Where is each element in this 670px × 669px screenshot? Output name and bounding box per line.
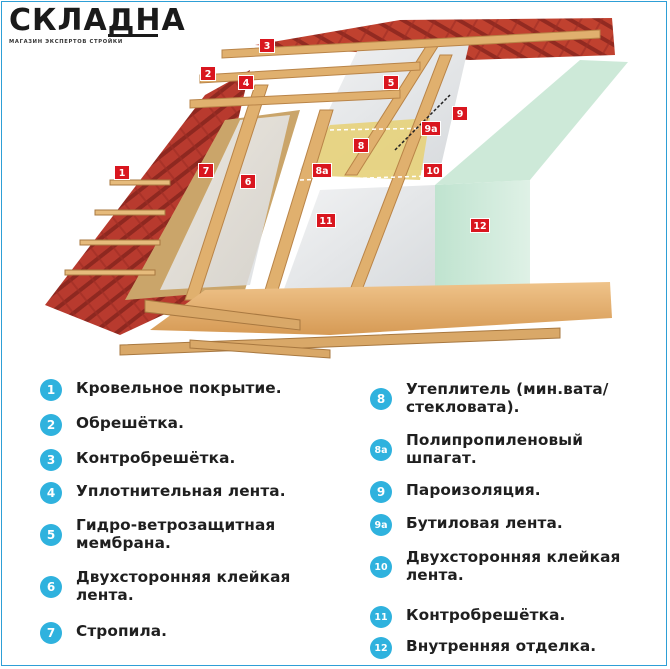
legend-item-7: 7 Стропила. xyxy=(40,622,346,644)
legend-item-3: 3 Контробрешётка. xyxy=(40,449,346,471)
diagram-tag-1: 1 xyxy=(114,165,130,180)
legend-item-8a: 8a Полипропиленовый шпагат. xyxy=(370,431,626,467)
legend-item-4: 4 Уплотнительная лента. xyxy=(40,482,346,504)
legend-number: 11 xyxy=(370,606,392,628)
legend-item-2: 2 Обрешётка. xyxy=(40,414,346,436)
legend-label: Полипропиленовый шпагат. xyxy=(406,431,584,467)
legend-label: Контробрешётка. xyxy=(76,449,236,467)
legend-label: Пароизоляция. xyxy=(406,481,541,499)
legend-number: 9 xyxy=(370,481,392,503)
legend-item-11: 11 Контробрешётка. xyxy=(370,606,646,628)
diagram-tag-10: 10 xyxy=(423,163,443,178)
legend-item-10: 10 Двухсторонняя клейкая лента. xyxy=(370,548,656,584)
floor-joists xyxy=(119,299,561,359)
diagram-tag-11: 11 xyxy=(316,213,336,228)
legend-label: Утеплитель (мин.вата/ стекловата). xyxy=(406,380,609,416)
legend-label: Обрешётка. xyxy=(76,414,185,432)
legend-label: Двухсторонняя клейкая лента. xyxy=(406,548,621,584)
legend-label: Внутренняя отделка. xyxy=(406,637,597,655)
interior-finish-slope xyxy=(435,60,628,185)
legend-number: 1 xyxy=(40,379,62,401)
legend-item-1: 1 Кровельное покрытие. xyxy=(40,379,346,401)
legend-label: Стропила. xyxy=(76,622,168,640)
legend-number: 5 xyxy=(40,524,62,546)
legend-item-9: 9 Пароизоляция. xyxy=(370,481,646,503)
brand-tagline: МАГАЗИН ЭКСПЕРТОВ СТРОЙКИ xyxy=(9,39,123,45)
diagram-tag-9: 9 xyxy=(452,106,468,121)
diagram-tag-12: 12 xyxy=(470,218,490,233)
logo-underline xyxy=(108,34,158,37)
legend-label: Двухсторонняя клейкая лента. xyxy=(76,568,291,604)
legend-number: 8 xyxy=(370,388,392,410)
legend-number: 2 xyxy=(40,414,62,436)
legend-number: 9a xyxy=(370,514,392,536)
legend-label: Кровельное покрытие. xyxy=(76,379,282,397)
legend-item-6: 6 Двухсторонняя клейкая лента. xyxy=(40,568,326,604)
legend-number: 3 xyxy=(40,449,62,471)
interior-finish xyxy=(435,180,530,295)
roof-diagram xyxy=(45,18,628,359)
legend-number: 8a xyxy=(370,439,392,461)
brand-logo: СКЛАДНА МАГАЗИН ЭКСПЕРТОВ СТРОЙКИ xyxy=(9,3,186,46)
legend-number: 4 xyxy=(40,482,62,504)
diagram-tag-4: 4 xyxy=(238,75,254,90)
legend-item-8: 8 Утеплитель (мин.вата/ стекловата). xyxy=(370,380,646,416)
diagram-tag-6: 6 xyxy=(240,174,256,189)
legend-number: 10 xyxy=(370,556,392,578)
legend-label: Уплотнительная лента. xyxy=(76,482,286,500)
legend-number: 6 xyxy=(40,576,62,598)
legend-item-5: 5 Гидро-ветрозащитная мембрана. xyxy=(40,516,306,552)
legend-label: Гидро-ветрозащитная мембрана. xyxy=(76,516,276,552)
legend-item-9a: 9a Бутиловая лента. xyxy=(370,514,646,536)
legend-label: Бутиловая лента. xyxy=(406,514,563,532)
legend-number: 12 xyxy=(370,637,392,659)
rafters xyxy=(184,29,601,301)
diagram-tag-2: 2 xyxy=(200,66,216,81)
diagram-tag-5: 5 xyxy=(383,75,399,90)
diagram-tag-3: 3 xyxy=(259,38,275,53)
brand-name: СКЛАДНА xyxy=(9,3,186,38)
floor xyxy=(150,282,612,335)
legend-item-12: 12 Внутренняя отделка. xyxy=(370,637,646,659)
legend-number: 7 xyxy=(40,622,62,644)
legend-label: Контробрешётка. xyxy=(406,606,566,624)
diagram-tag-7: 7 xyxy=(198,163,214,178)
diagram-tag-8: 8 xyxy=(353,138,369,153)
diagram-tag-9a: 9a xyxy=(421,121,441,136)
diagram-tag-8a: 8a xyxy=(312,163,332,178)
